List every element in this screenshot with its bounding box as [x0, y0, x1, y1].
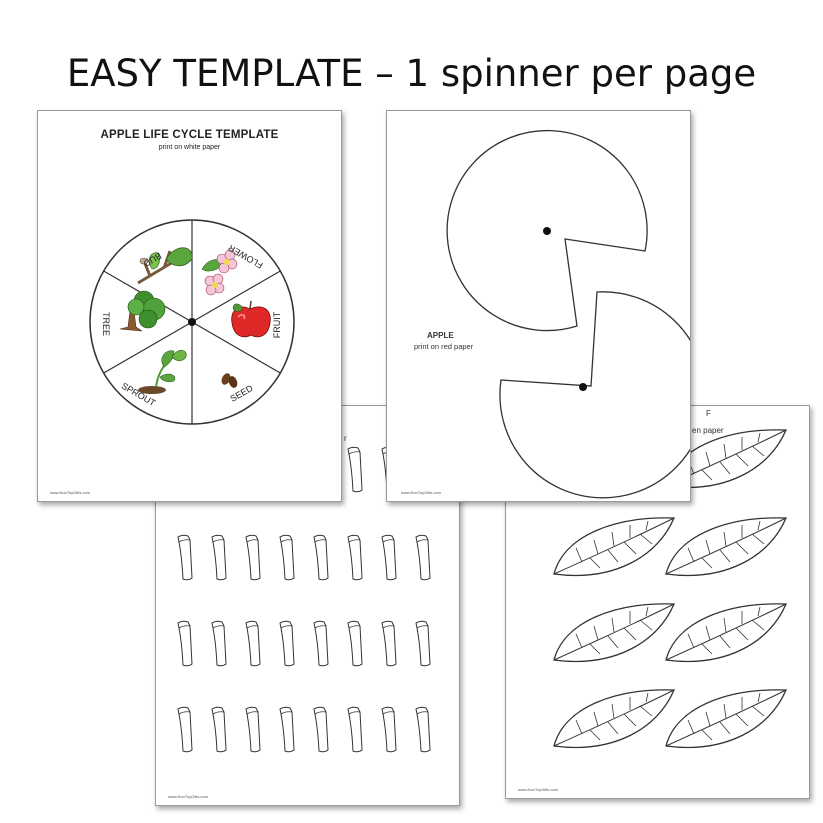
stem-cutout	[211, 620, 227, 667]
stem-cutout	[313, 534, 329, 581]
stem-cutout	[245, 620, 261, 667]
stem-cutout	[177, 706, 193, 753]
life-cycle-subtitle: print on white paper	[158, 144, 221, 151]
life-cycle-wheel: BUD FLOWER FRUIT SEED SPROUT TREE	[89, 219, 295, 425]
apple-spinner-sheet: APPLE print on red paper www.NonToyGifts…	[386, 110, 691, 502]
stem-cutout	[347, 706, 363, 753]
apple-sheet-footer: www.NonToyGifts.com	[401, 490, 442, 495]
segment-label-tree: TREE	[101, 312, 111, 336]
stem-cutout	[313, 620, 329, 667]
stem-cutout	[381, 706, 397, 753]
life-cycle-footer: www.NonToyGifts.com	[50, 490, 91, 495]
bud-illustration	[137, 247, 193, 285]
leaf-sheet-partial-subtitle: en paper	[692, 426, 724, 435]
life-cycle-title: APPLE LIFE CYCLE TEMPLATE	[100, 129, 279, 141]
tree-illustration	[119, 290, 166, 332]
stem-cutout	[415, 534, 431, 581]
sprout-illustration	[138, 349, 187, 394]
leaf-sheet-partial-title: F	[706, 409, 711, 418]
apple-label: APPLE	[427, 331, 454, 340]
stem-cutout	[415, 706, 431, 753]
stem-cutout	[245, 534, 261, 581]
flower-illustration	[201, 249, 238, 296]
apple-illustration	[231, 300, 271, 338]
seed-illustration	[221, 373, 238, 388]
stem-cutout	[177, 620, 193, 667]
stem-sheet-footer: www.NonToyGifts.com	[168, 794, 209, 799]
stem-cutout	[177, 534, 193, 581]
stem-cutout	[347, 446, 363, 493]
stem-cutout	[279, 534, 295, 581]
stem-cutout	[415, 620, 431, 667]
stem-cutout	[245, 706, 261, 753]
stem-cutout	[211, 706, 227, 753]
segment-label-fruit: FRUIT	[272, 311, 282, 338]
stem-cutout	[381, 620, 397, 667]
stem-sheet-partial-title: r	[344, 434, 347, 443]
stem-cutout	[381, 534, 397, 581]
stem-cutout	[279, 620, 295, 667]
apple-spinner-cutouts	[446, 129, 690, 499]
stem-cutout	[347, 620, 363, 667]
life-cycle-sheet: APPLE LIFE CYCLE TEMPLATE print on white…	[37, 110, 342, 502]
apple-sublabel: print on red paper	[414, 342, 474, 351]
stem-cutout	[211, 534, 227, 581]
stem-cutout	[347, 534, 363, 581]
stem-cutout	[313, 706, 329, 753]
headline: EASY TEMPLATE – 1 spinner per page	[66, 52, 757, 95]
stem-cutout	[279, 706, 295, 753]
leaf-sheet-footer: www.NonToyGifts.com	[518, 787, 559, 792]
